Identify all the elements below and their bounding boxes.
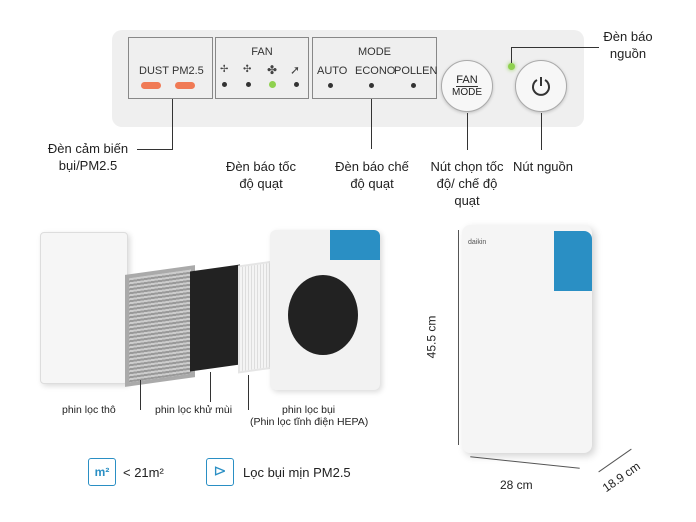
select-button-caption: Nút chọn tốc độ/ chế độ quạt: [430, 159, 504, 208]
fan-led-active: [269, 81, 276, 88]
fan-label: FAN: [251, 46, 273, 58]
pm25-label: PM2.5: [172, 65, 204, 77]
power-led-caption: Đèn báo nguồn: [603, 29, 653, 61]
area-text: < 21m²: [123, 465, 164, 480]
callout-line: [210, 372, 211, 402]
front-panel-image: [40, 232, 128, 384]
power-icon: [532, 77, 550, 96]
callout-line: [137, 149, 173, 150]
height-dimension-line: [458, 230, 459, 445]
purifier-body-image: [270, 230, 380, 390]
callout-line: [140, 380, 141, 410]
econo-label: ECONO: [355, 65, 396, 77]
coarse-filter-image: [125, 265, 195, 387]
power-button-caption: Nút nguồn: [513, 159, 573, 174]
mode-label: MODE: [358, 46, 391, 58]
auto-label: AUTO: [317, 65, 348, 77]
callout-line: [467, 113, 468, 150]
callout-line: [172, 99, 173, 149]
fan-mode-caption: Đèn báo chế độ quạt: [335, 159, 409, 191]
height-label: 45.5 cm: [424, 315, 439, 359]
purifier-unit-image: daikin: [462, 225, 592, 453]
dust-filter-sublabel: (Phin lọc tĩnh điện HEPA): [250, 416, 369, 428]
sensor-group: DUST PM2.5: [128, 37, 213, 99]
callout-line: [248, 375, 249, 410]
mode-led: [369, 83, 374, 88]
pm25-led: [175, 82, 195, 89]
filter-icon: ⊳: [206, 458, 234, 486]
callout-line: [541, 113, 542, 150]
fan-led: [246, 82, 251, 87]
area-icon: m²: [88, 458, 116, 486]
fan-turbo-icon: ➚: [290, 63, 301, 77]
callout-line: [511, 47, 599, 48]
fan-mode-mode-text: MODE: [452, 86, 482, 98]
power-button[interactable]: [515, 60, 567, 112]
fan-med-icon: ✣: [243, 64, 252, 75]
fan-low-icon: ✢: [220, 64, 229, 75]
fan-group: FAN ✢ ✣ ✤ ➚: [215, 37, 309, 99]
fan-mode-fan-text: FAN: [456, 73, 478, 87]
power-led: [508, 63, 515, 70]
width-label: 28 cm: [500, 478, 533, 492]
control-panel: [112, 30, 584, 127]
width-dimension-line: [470, 456, 580, 469]
pollen-label: POLLEN: [394, 65, 438, 77]
mode-led: [328, 83, 333, 88]
callout-line: [511, 47, 512, 63]
sensor-caption: Đèn cảm biến bụi/PM2.5: [47, 141, 129, 173]
mode-group: MODE AUTO ECONO POLLEN: [312, 37, 437, 99]
fan-mode-button[interactable]: FAN MODE: [441, 60, 493, 112]
coarse-filter-label: phin lọc thô: [62, 404, 116, 416]
dust-label: DUST: [139, 65, 169, 77]
fan-speed-caption: Đèn báo tốc độ quạt: [225, 159, 297, 191]
deodorizing-filter-image: [190, 264, 240, 372]
pm25-feature-text: Lọc bụi mịn PM2.5: [243, 465, 351, 480]
mode-led: [411, 83, 416, 88]
callout-line: [371, 99, 372, 149]
dust-led: [141, 82, 161, 89]
dust-filter-label: phin lọc bụi: [282, 404, 336, 416]
fan-led: [222, 82, 227, 87]
deodor-filter-label: phin lọc khử mùi: [155, 404, 233, 416]
fan-high-icon: ✤: [267, 63, 278, 77]
fan-led: [294, 82, 299, 87]
